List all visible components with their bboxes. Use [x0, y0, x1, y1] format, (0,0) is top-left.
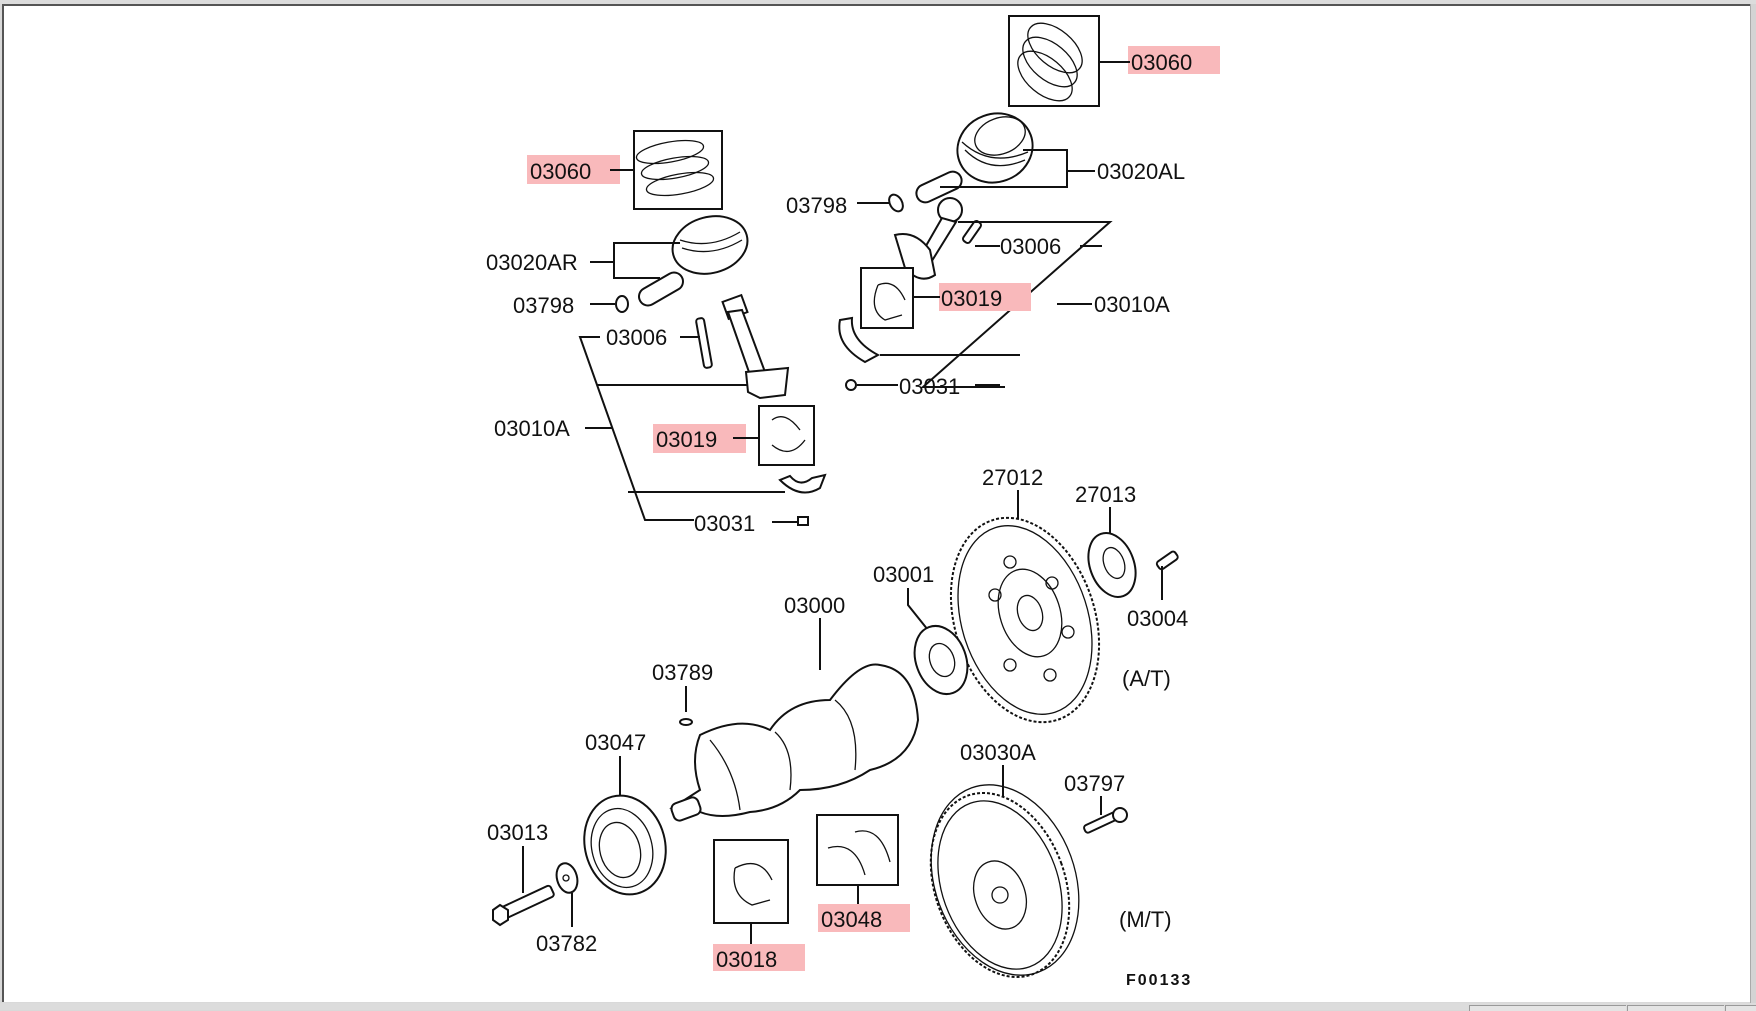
label-03019-left[interactable]: 03019	[656, 427, 717, 452]
highlight-thrust-bearing	[818, 904, 910, 932]
label-27013[interactable]: 27013	[1075, 482, 1136, 507]
piston-rings-right[interactable]	[1008, 14, 1100, 111]
label-03004[interactable]: 03004	[1127, 606, 1188, 631]
label-03047[interactable]: 03047	[585, 730, 646, 755]
rod-bearing-left[interactable]	[758, 405, 815, 466]
label-27012[interactable]: 27012	[982, 465, 1043, 490]
piston-rings-left[interactable]	[633, 130, 723, 210]
highlight-main-bearing	[713, 944, 805, 971]
snap-ring-right[interactable]	[886, 192, 905, 214]
label-03797[interactable]: 03797	[1064, 771, 1125, 796]
piston-right[interactable]	[948, 103, 1043, 193]
rod-bolt-left[interactable]	[695, 317, 713, 369]
label-03031-left[interactable]: 03031	[694, 511, 755, 536]
snap-ring-left[interactable]	[615, 295, 629, 313]
rod-nut-left[interactable]	[797, 516, 809, 526]
status-panel-2	[1627, 1005, 1724, 1011]
highlight-rings-right	[1128, 46, 1220, 74]
viewer-right-edge	[1750, 4, 1756, 1004]
label-mt-variant: (M/T)	[1119, 907, 1172, 932]
crank-key[interactable]	[679, 718, 693, 726]
adapter-plate[interactable]	[1080, 526, 1144, 603]
label-03000[interactable]: 03000	[784, 593, 845, 618]
flywheel-bolt[interactable]	[1083, 807, 1128, 834]
crank-plate[interactable]	[906, 619, 977, 702]
label-03048[interactable]: 03048	[821, 907, 882, 932]
label-03013[interactable]: 03013	[487, 820, 548, 845]
label-03782[interactable]: 03782	[536, 931, 597, 956]
highlight-rod-bearing-right	[939, 283, 1031, 311]
label-03006-right[interactable]: 03006	[1000, 234, 1061, 259]
label-03001[interactable]: 03001	[873, 562, 934, 587]
label-03789[interactable]: 03789	[652, 660, 713, 685]
thrust-bearing[interactable]	[816, 814, 899, 886]
piston-pin-left[interactable]	[636, 269, 687, 309]
label-03798-right[interactable]: 03798	[786, 193, 847, 218]
label-03010A-right[interactable]: 03010A	[1094, 292, 1170, 317]
crankshaft[interactable]	[669, 663, 920, 822]
figure-code: F00133	[1126, 972, 1192, 989]
washer[interactable]	[553, 861, 580, 895]
status-bar	[0, 1003, 1756, 1011]
label-03019-right[interactable]: 03019	[941, 286, 1002, 311]
status-panel-1	[1469, 1005, 1626, 1011]
piston-pin-right[interactable]	[913, 169, 964, 206]
label-03031-right[interactable]: 03031	[899, 374, 960, 399]
connecting-rod-right[interactable]	[893, 197, 963, 280]
rod-bearing-right[interactable]	[860, 267, 914, 329]
main-bearing[interactable]	[713, 839, 789, 924]
connecting-rod-left[interactable]	[721, 293, 790, 400]
highlight-rings-left	[527, 155, 620, 184]
rod-cap-left[interactable]	[778, 473, 827, 494]
label-03018[interactable]: 03018	[716, 947, 777, 972]
label-03060-left[interactable]: 03060	[530, 159, 591, 184]
flywheel[interactable]	[906, 764, 1105, 997]
label-at-variant: (A/T)	[1122, 666, 1171, 691]
rod-cap-right[interactable]	[838, 316, 881, 364]
piston-left[interactable]	[666, 208, 754, 282]
pulley-bolt[interactable]	[492, 884, 555, 927]
label-03798-left[interactable]: 03798	[513, 293, 574, 318]
label-03020AL[interactable]: 03020AL	[1097, 159, 1185, 184]
status-panel-3	[1725, 1005, 1756, 1011]
label-03006-left[interactable]: 03006	[606, 325, 667, 350]
label-03010A-left[interactable]: 03010A	[494, 416, 570, 441]
highlight-rod-bearing-left	[653, 424, 746, 453]
label-03020AR[interactable]: 03020AR	[486, 250, 578, 275]
label-03030A[interactable]: 03030A	[960, 740, 1036, 765]
drive-plate[interactable]	[926, 499, 1124, 742]
window-top-frame	[0, 0, 1756, 4]
damper-pulley[interactable]	[573, 786, 676, 903]
rod-bolt-right[interactable]	[962, 220, 982, 244]
drive-plate-bolt[interactable]	[1155, 550, 1179, 571]
rod-nut-right[interactable]	[845, 379, 857, 391]
label-03060-right[interactable]: 03060	[1131, 50, 1192, 75]
